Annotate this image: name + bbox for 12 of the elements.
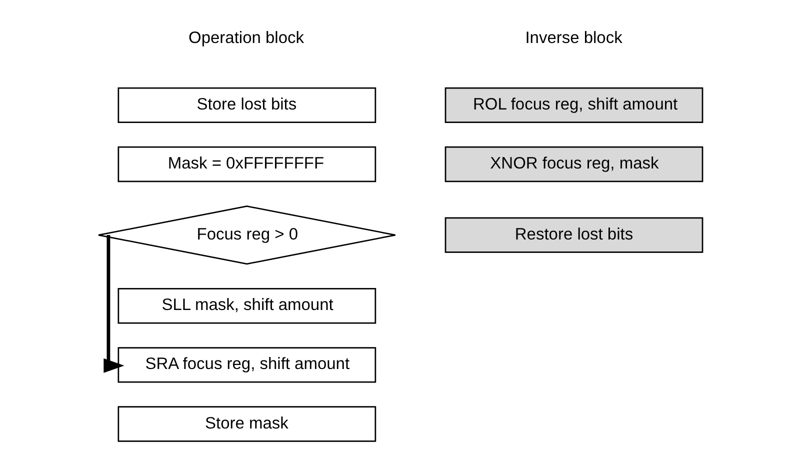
label: Inverse block — [525, 28, 622, 47]
node-box: XNOR focus reg, mask — [444, 146, 704, 182]
node-diamond: Focus reg > 0 — [98, 206, 396, 265]
node-box: Mask = 0xFFFFFFFF — [118, 146, 376, 182]
label: Operation block — [188, 28, 304, 47]
node-box: SLL mask, shift amount — [118, 288, 376, 324]
node-box: ROL focus reg, shift amount — [444, 87, 704, 124]
node-box: Restore lost bits — [444, 217, 704, 253]
node-box: Store mask — [118, 406, 376, 442]
arrow — [104, 235, 124, 373]
node-box: Store lost bits — [118, 87, 376, 124]
node-box: SRA focus reg, shift amount — [118, 347, 376, 383]
